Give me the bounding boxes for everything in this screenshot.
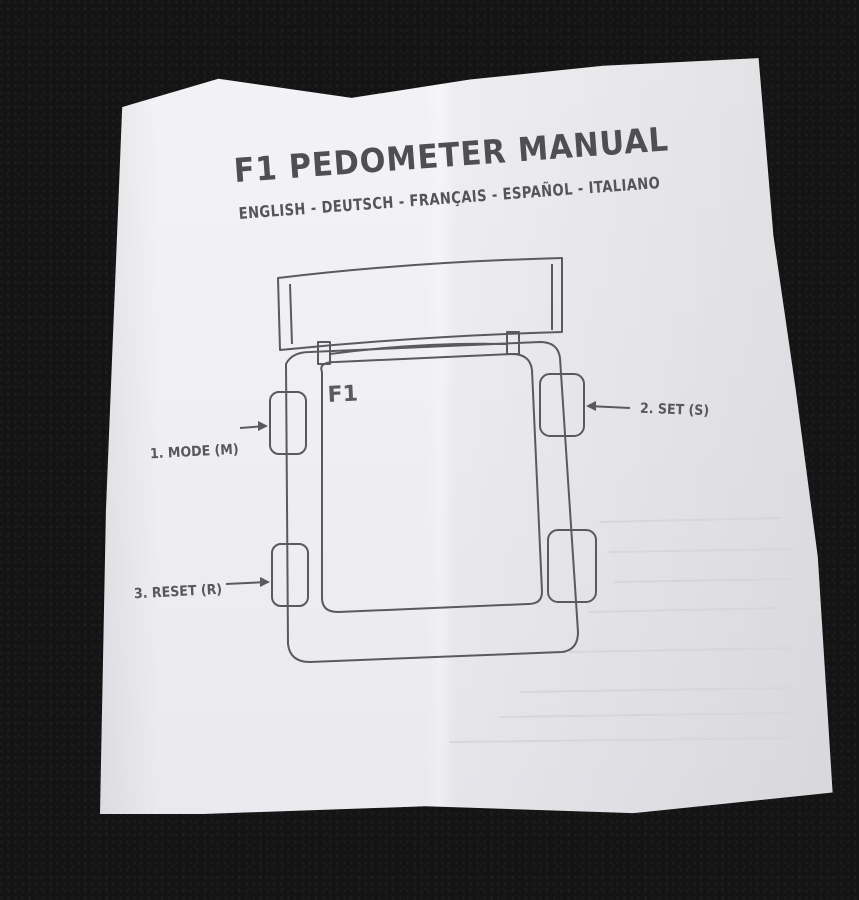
device-display	[320, 353, 543, 613]
faint-show-through-text	[449, 517, 791, 743]
device-body	[285, 341, 579, 663]
manual-paper: F1 PEDOMETER MANUAL ENGLISH - DEUTSCH - …	[100, 58, 833, 814]
set-arrow-head	[586, 401, 596, 411]
side-button-lower-right[interactable]	[547, 529, 597, 603]
mode-arrow-head	[258, 421, 268, 431]
reset-button[interactable]	[271, 543, 309, 607]
set-button[interactable]	[539, 373, 585, 437]
display-label: F1	[327, 381, 359, 408]
mode-button[interactable]	[269, 391, 307, 455]
belt-clip	[277, 257, 563, 351]
pedometer-diagram: F1	[225, 257, 631, 663]
reset-arrow-head	[260, 577, 270, 587]
clip-edge-left	[289, 283, 293, 345]
set-button-label: 2. SET (S)	[639, 400, 710, 420]
